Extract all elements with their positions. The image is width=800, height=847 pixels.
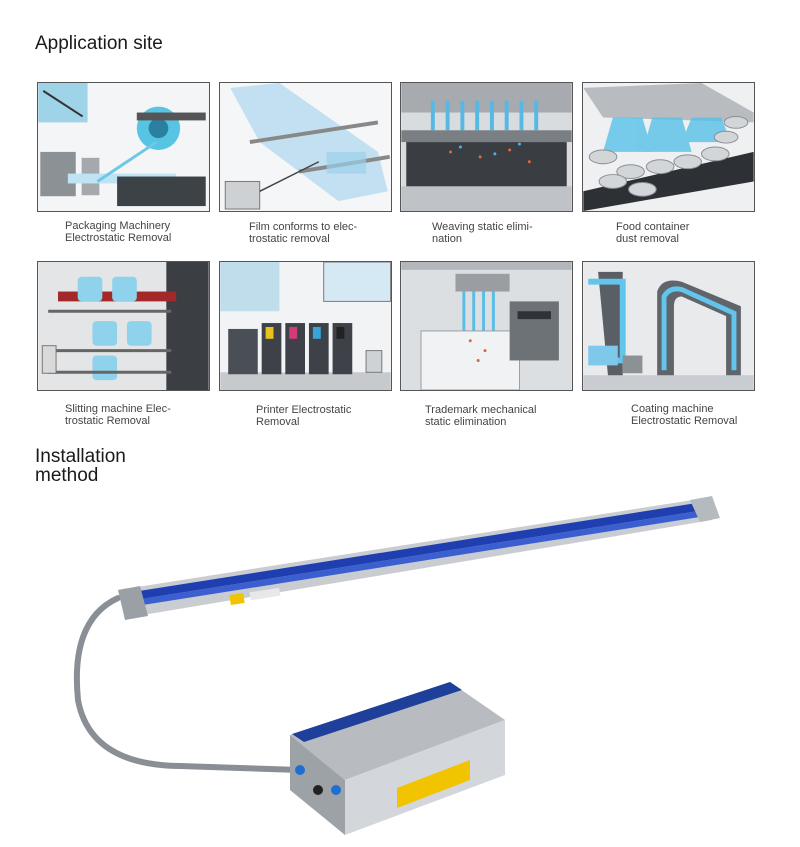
caption-film: Film conforms to elec- trostatic removal: [249, 221, 358, 245]
caption-food-container: Food container dust removal: [616, 221, 690, 245]
trademark-machine-illustration: [401, 262, 572, 390]
caption-packaging: Packaging Machinery Electrostatic Remova…: [65, 220, 172, 244]
application-image-trademark: [400, 261, 573, 391]
application-site-title: Application site: [35, 33, 163, 54]
caption-coating: Coating machine Electrostatic Removal: [631, 403, 738, 427]
application-image-packaging: [37, 82, 210, 212]
caption-trademark: Trademark mechanical static elimination: [425, 404, 537, 428]
film-conveyor-illustration: [220, 83, 391, 211]
installation-method-title: Installation method: [35, 446, 126, 486]
slitting-machine-illustration: [38, 262, 209, 390]
application-image-printer: [219, 261, 392, 391]
installation-product-image: [0, 490, 800, 847]
food-container-illustration: [583, 83, 754, 211]
coating-machine-illustration: [583, 262, 754, 390]
caption-weaving: Weaving static elimi- nation: [432, 221, 533, 245]
printer-illustration: [220, 262, 391, 390]
ionizing-bar-with-power-supply: [73, 496, 720, 835]
packaging-machinery-illustration: [38, 83, 209, 211]
caption-printer: Printer Electrostatic Removal: [256, 404, 352, 428]
weaving-machine-illustration: [401, 83, 572, 211]
caption-slitting: Slitting machine Elec- trostatic Removal: [65, 403, 171, 427]
application-image-food-container: [582, 82, 755, 212]
application-image-weaving: [400, 82, 573, 212]
application-image-coating: [582, 261, 755, 391]
application-image-film: [219, 82, 392, 212]
application-image-slitting: [37, 261, 210, 391]
